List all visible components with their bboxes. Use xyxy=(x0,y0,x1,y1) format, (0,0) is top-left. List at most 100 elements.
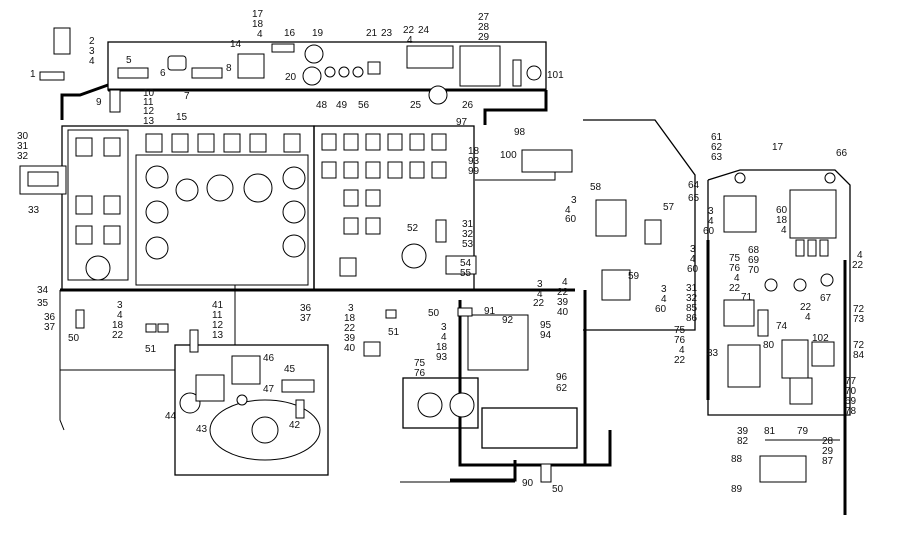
switch-grid-1 xyxy=(321,133,337,151)
gauge-a xyxy=(145,165,169,189)
callout: 6 xyxy=(160,68,166,79)
callout: 29 xyxy=(822,446,834,457)
switch-50-bottom xyxy=(540,463,552,483)
callout: 46 xyxy=(263,353,275,364)
callout: 68 xyxy=(748,245,760,256)
callout: 4 xyxy=(562,277,568,288)
lamp-row-5 xyxy=(249,133,267,153)
switch-col-2 xyxy=(103,137,121,157)
callout: 75 xyxy=(674,325,686,336)
callout: 12 xyxy=(212,320,224,331)
callout: 19 xyxy=(312,28,324,39)
lamp-101 xyxy=(526,65,542,81)
switch-grid-13 xyxy=(343,189,359,207)
switch-grid-11 xyxy=(409,161,425,179)
callout: 96 xyxy=(556,372,568,383)
switch-44 xyxy=(179,392,201,414)
callout: 22 xyxy=(557,287,569,298)
callout: 24 xyxy=(418,25,430,36)
callout: 37 xyxy=(44,322,56,333)
callout: 102 xyxy=(812,333,829,344)
pedal-inset-frame xyxy=(402,377,479,429)
switch-grid-7 xyxy=(321,161,337,179)
socket-40 xyxy=(363,341,381,357)
callout: 100 xyxy=(500,150,517,161)
gauge-20 xyxy=(302,66,322,86)
switch-col-3 xyxy=(75,195,93,215)
callout: 1 xyxy=(30,69,36,80)
callout: 39 xyxy=(737,426,749,437)
switch-grid-12 xyxy=(431,161,447,179)
callout: 17 xyxy=(772,142,784,153)
gauge-19 xyxy=(304,44,324,64)
switch-col-1 xyxy=(75,137,93,157)
switch-grid-10 xyxy=(387,161,403,179)
callout: 14 xyxy=(230,39,242,50)
combo-switch-46 xyxy=(231,355,261,385)
callout: 31 xyxy=(17,141,29,152)
callout: 22 xyxy=(729,283,741,294)
device-92 xyxy=(467,314,529,371)
lamp-48 xyxy=(324,66,336,78)
callout: 84 xyxy=(853,350,865,361)
floor-box xyxy=(481,407,578,449)
lamp-66 xyxy=(824,172,836,184)
callout: 69 xyxy=(845,396,857,407)
switch-2 xyxy=(53,27,71,55)
callout: 32 xyxy=(686,293,698,304)
indicator-25 xyxy=(428,85,448,105)
callout: 50 xyxy=(68,333,80,344)
lamp-61 xyxy=(734,172,746,184)
switch-grid-15 xyxy=(343,217,359,235)
callout: 50 xyxy=(552,484,564,495)
callout: 28 xyxy=(822,436,834,447)
block-65 xyxy=(723,195,757,233)
callout: 27 xyxy=(478,12,490,23)
callout: 93 xyxy=(436,352,448,363)
lamp-49 xyxy=(338,66,350,78)
callout: 2 xyxy=(89,36,95,47)
horn-pad xyxy=(251,416,279,444)
lamp-row-4 xyxy=(223,133,241,153)
switch-41 xyxy=(189,329,199,353)
callout: 31 xyxy=(462,219,474,230)
callout: 55 xyxy=(460,268,472,279)
callout: 13 xyxy=(143,116,155,127)
panel-24 xyxy=(406,45,454,69)
callout: 8 xyxy=(226,63,232,74)
harness-right-drop xyxy=(483,90,548,125)
screen-33-inner xyxy=(27,171,59,187)
callout: 12 xyxy=(143,106,155,117)
callout: 22 xyxy=(344,323,356,334)
callout: 64 xyxy=(688,180,700,191)
callout: 98 xyxy=(514,127,526,138)
relay-bank-17 xyxy=(789,189,837,239)
switch-1 xyxy=(39,71,65,81)
device-100 xyxy=(521,149,573,173)
switch-grid-14 xyxy=(365,189,381,207)
gauge-b xyxy=(175,178,199,202)
callout: 22 xyxy=(533,298,545,309)
callout: 67 xyxy=(820,293,832,304)
callout: 18 xyxy=(468,146,480,157)
gauge-e xyxy=(282,166,306,190)
device-58 xyxy=(595,199,627,237)
callout: 18 xyxy=(436,342,448,353)
callout: 44 xyxy=(165,411,177,422)
switch-col-4 xyxy=(103,195,121,215)
callout: 37 xyxy=(300,313,312,324)
callout: 97 xyxy=(456,117,468,128)
callout: 49 xyxy=(336,100,348,111)
callout: 18 xyxy=(112,320,124,331)
callout: 70 xyxy=(748,265,760,276)
callout: 81 xyxy=(764,426,776,437)
callout: 4 xyxy=(734,273,740,284)
device-91 xyxy=(457,307,473,317)
pedal-76 xyxy=(449,392,475,418)
callout: 70 xyxy=(845,386,857,397)
callout: 39 xyxy=(557,297,569,308)
callout: 53 xyxy=(462,239,474,250)
callout: 57 xyxy=(663,202,675,213)
device-57 xyxy=(644,219,662,245)
